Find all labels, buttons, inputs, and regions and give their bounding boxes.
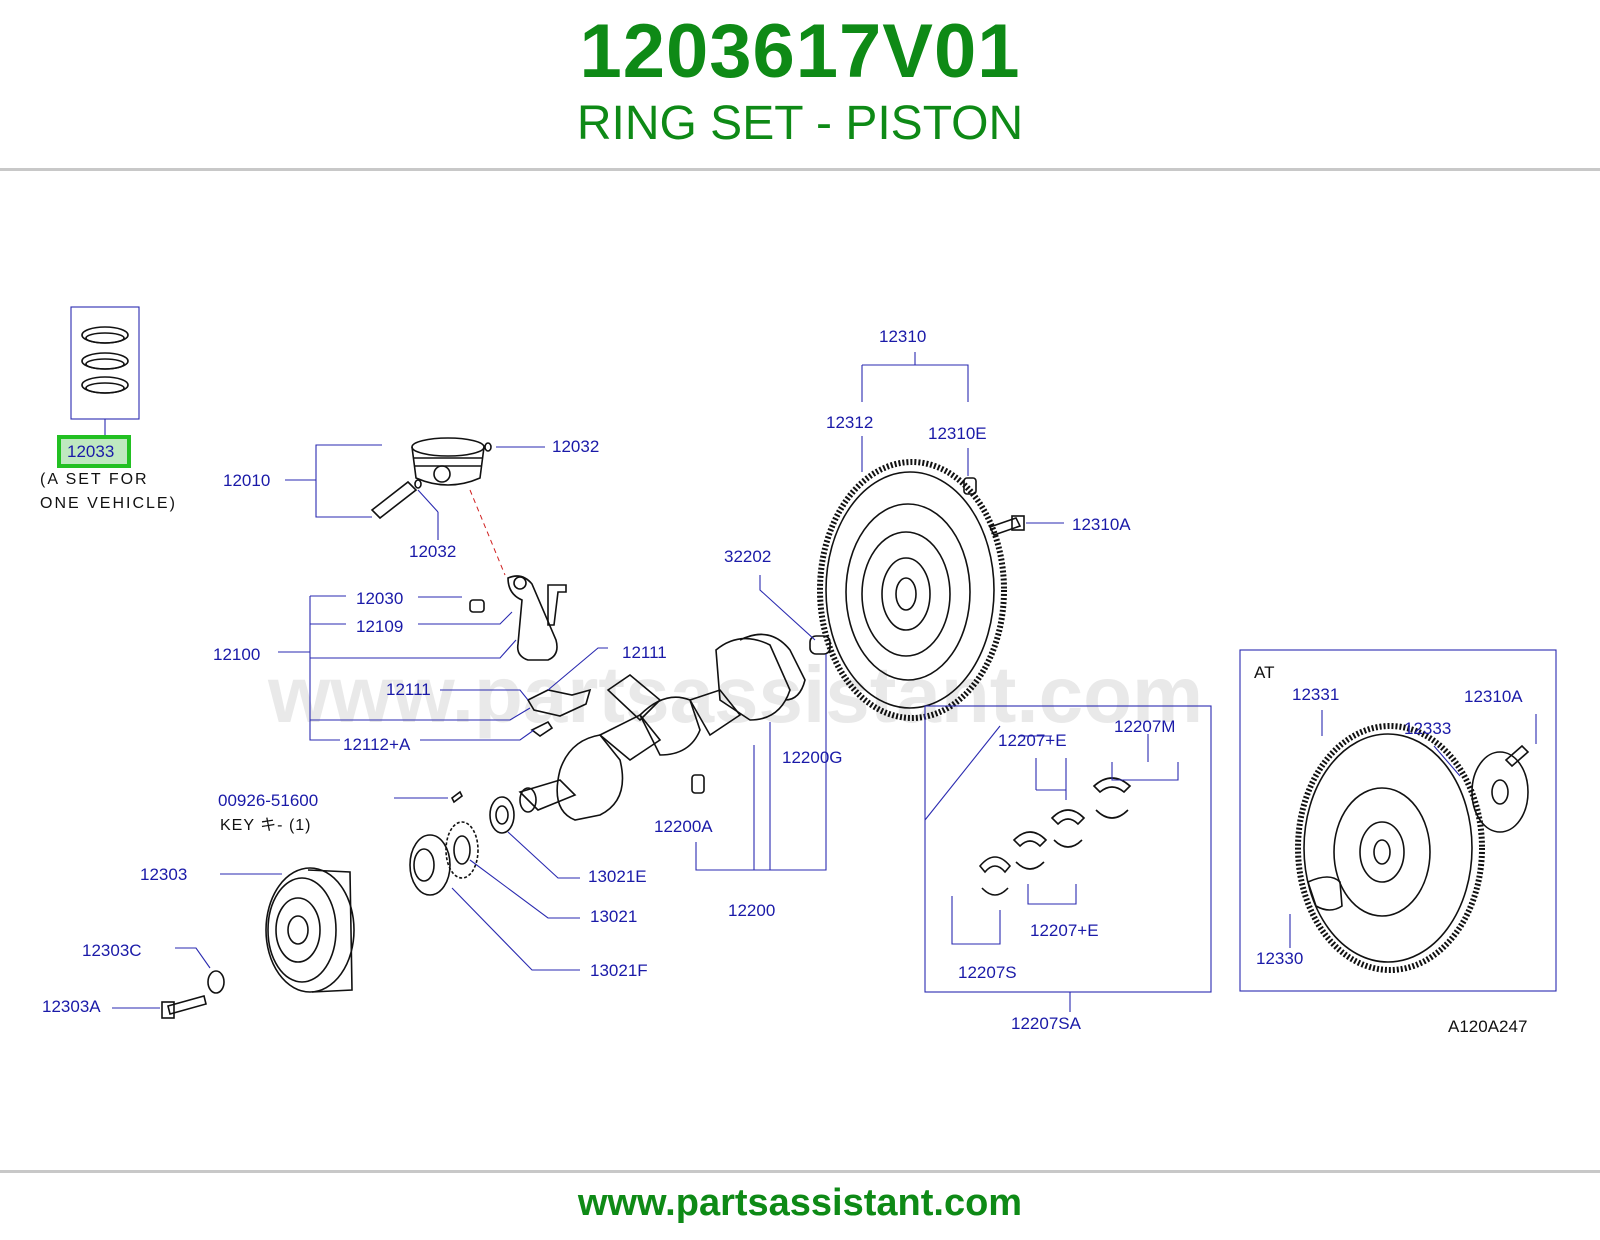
part-name-subtitle: RING SET - PISTON bbox=[576, 97, 1024, 150]
at-box-label: AT bbox=[1254, 663, 1274, 682]
label-32202[interactable]: 32202 bbox=[724, 547, 771, 566]
highlight-box[interactable] bbox=[57, 435, 131, 468]
label-12100[interactable]: 12100 bbox=[213, 645, 260, 664]
main-bearings-drawing bbox=[978, 777, 1132, 896]
label-12200[interactable]: 12200 bbox=[728, 901, 775, 920]
label-12331[interactable]: 12331 bbox=[1292, 685, 1339, 704]
page-header: 1203617V01 RING SET - PISTON bbox=[0, 0, 1600, 170]
label-12112-a[interactable]: 12112+A bbox=[343, 735, 411, 754]
label-12111-left[interactable]: 12111 bbox=[386, 680, 431, 699]
label-12109[interactable]: 12109 bbox=[356, 617, 403, 636]
label-12333[interactable]: 12333 bbox=[1404, 719, 1451, 738]
label-12330[interactable]: 12330 bbox=[1256, 949, 1303, 968]
piston-drawing bbox=[370, 437, 506, 576]
footer-divider bbox=[0, 1170, 1600, 1173]
label-12200g[interactable]: 12200G bbox=[782, 748, 843, 767]
label-12207e-bottom[interactable]: 12207+E bbox=[1030, 921, 1099, 940]
label-12010[interactable]: 12010 bbox=[223, 471, 270, 490]
footer-url[interactable]: www.partsassistant.com bbox=[577, 1182, 1023, 1224]
label-12303a[interactable]: 12303A bbox=[42, 997, 101, 1016]
part-number-title: 1203617V01 bbox=[579, 9, 1021, 94]
crankshaft-drawing bbox=[518, 633, 831, 821]
label-12111-right[interactable]: 12111 bbox=[622, 643, 667, 662]
label-12207m[interactable]: 12207M bbox=[1114, 717, 1175, 736]
label-12303c[interactable]: 12303C bbox=[82, 941, 142, 960]
flywheel-drawing bbox=[817, 459, 1025, 721]
label-13021f[interactable]: 13021F bbox=[590, 961, 648, 980]
label-12030[interactable]: 12030 bbox=[356, 589, 403, 608]
label-12032-top[interactable]: 12032 bbox=[552, 437, 599, 456]
label-12310[interactable]: 12310 bbox=[879, 327, 926, 346]
set-note-line1: (A SET FOR bbox=[40, 471, 149, 488]
label-12312[interactable]: 12312 bbox=[826, 413, 873, 432]
header-divider bbox=[0, 168, 1600, 171]
front-pulley-group-drawing bbox=[161, 790, 515, 1019]
label-12200a[interactable]: 12200A bbox=[654, 817, 713, 836]
key-note: KEY キ- (1) bbox=[220, 817, 312, 834]
label-12310e[interactable]: 12310E bbox=[928, 424, 987, 443]
watermark-text: www.partsassistant.com bbox=[267, 650, 1203, 739]
label-00926-51600[interactable]: 00926-51600 bbox=[218, 791, 318, 810]
piston-ring-set-drawing bbox=[70, 306, 140, 437]
label-12207s[interactable]: 12207S bbox=[958, 963, 1017, 982]
label-13021e[interactable]: 13021E bbox=[588, 867, 647, 886]
bearing-set-box bbox=[924, 705, 1212, 993]
label-12303[interactable]: 12303 bbox=[140, 865, 187, 884]
label-12033[interactable]: 12033 bbox=[67, 442, 114, 461]
label-12207sa[interactable]: 12207SA bbox=[1011, 1014, 1082, 1033]
drive-plate-drawing bbox=[1295, 723, 1530, 973]
set-note-line2: ONE VEHICLE) bbox=[40, 495, 177, 512]
at-drive-plate-box bbox=[1239, 649, 1557, 992]
label-12032-bottom[interactable]: 12032 bbox=[409, 542, 456, 561]
label-13021[interactable]: 13021 bbox=[590, 907, 637, 926]
label-12207e-top[interactable]: 12207+E bbox=[998, 731, 1067, 750]
label-12310a[interactable]: 12310A bbox=[1072, 515, 1131, 534]
label-12310a-at[interactable]: 12310A bbox=[1464, 687, 1523, 706]
figure-code: A120A247 bbox=[1448, 1017, 1527, 1036]
connecting-rod-drawing bbox=[469, 575, 592, 737]
